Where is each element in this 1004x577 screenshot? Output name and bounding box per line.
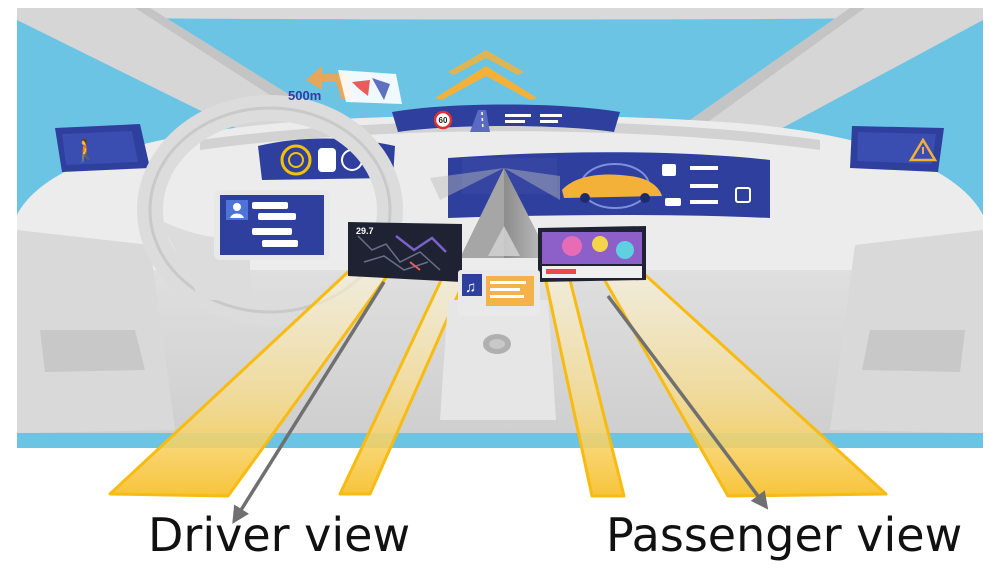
driver-view-arrow bbox=[232, 281, 386, 524]
roof-frame bbox=[17, 8, 983, 20]
center-music-screen bbox=[458, 270, 540, 316]
driver-view-label: Driver view bbox=[148, 508, 411, 562]
passenger-entertainment-display bbox=[538, 226, 646, 282]
chevron-up-icon bbox=[435, 50, 537, 100]
prism-projector bbox=[430, 168, 560, 258]
pedestrian-icon: 🚶 bbox=[72, 138, 99, 163]
nav-speed-readout: 29.7 bbox=[356, 226, 374, 236]
instrument-cluster bbox=[392, 104, 620, 132]
right-a-pillar bbox=[690, 8, 983, 140]
wheel-chat-screen bbox=[214, 190, 330, 260]
hud-navigation bbox=[306, 66, 402, 104]
map-marker-icon bbox=[338, 70, 402, 104]
warning-triangle-icon bbox=[908, 137, 938, 162]
center-console bbox=[440, 300, 556, 420]
hud-distance: 500m bbox=[288, 88, 321, 103]
driver-navigation-display bbox=[348, 222, 462, 282]
passenger-view-label: Passenger view bbox=[606, 508, 963, 562]
passenger-view-arrow bbox=[606, 294, 769, 510]
left-side-mirror bbox=[55, 124, 150, 172]
speed-limit-value: 60 bbox=[439, 116, 448, 125]
music-note-icon: ♫ bbox=[465, 279, 476, 296]
right-side-mirror bbox=[850, 126, 944, 172]
